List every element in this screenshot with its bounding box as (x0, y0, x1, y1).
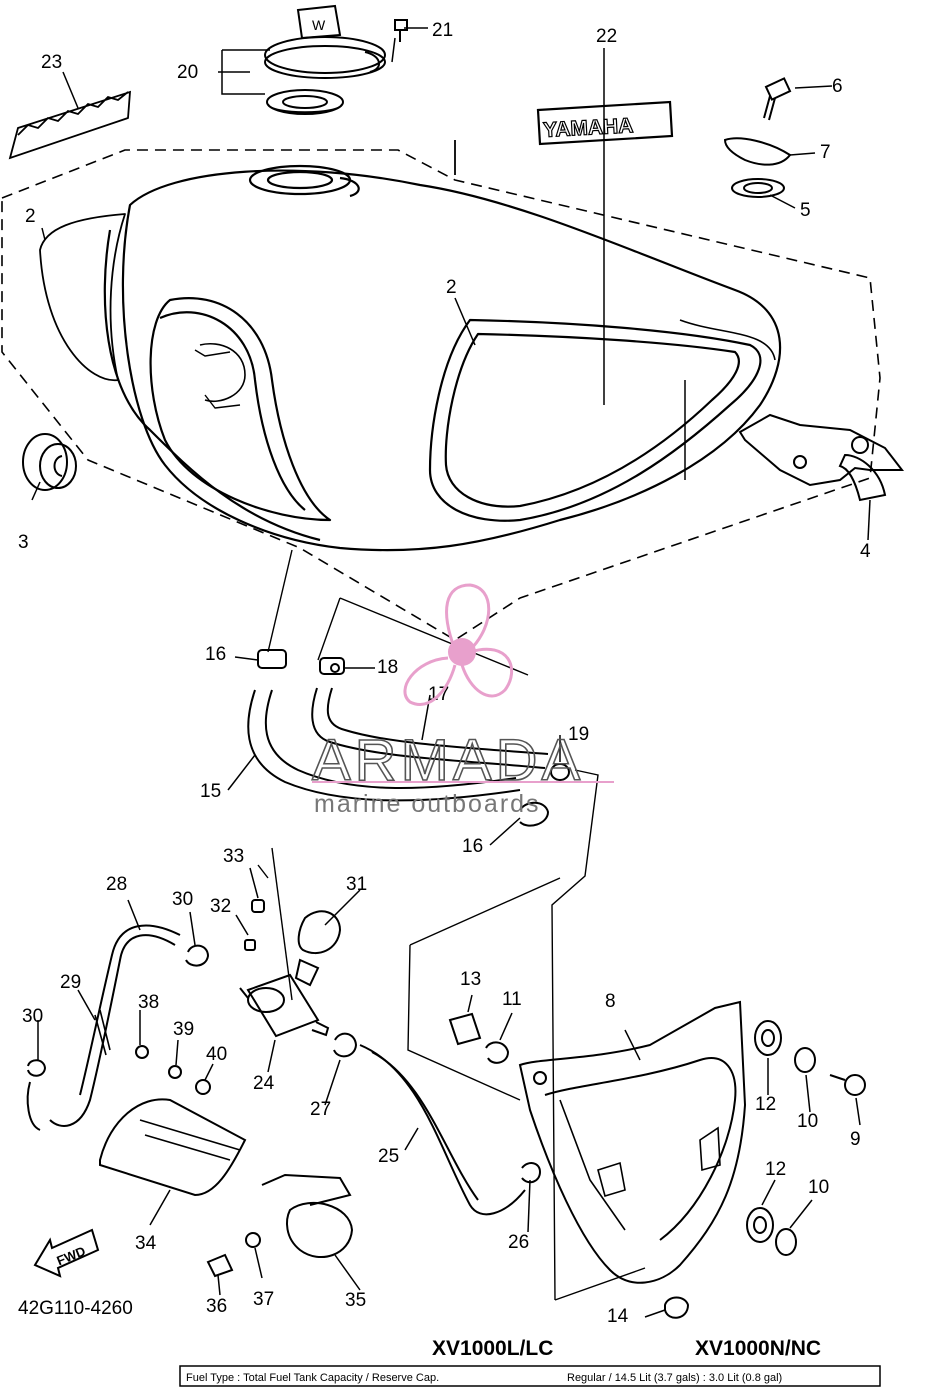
callout-37: 37 (253, 1289, 274, 1310)
side-cover-parts (99, 1045, 354, 1278)
armada-watermark: ARMADA marine outboards (311, 583, 614, 818)
model-label-right: XV1000N/NC (695, 1337, 821, 1360)
callout-40: 40 (206, 1044, 227, 1065)
callout-10: 10 (808, 1177, 829, 1198)
callout-13: 13 (460, 969, 481, 990)
callout-19: 19 (568, 724, 589, 745)
callout-3: 3 (18, 532, 29, 553)
svg-text:W: W (312, 17, 326, 33)
callout-27: 27 (310, 1099, 331, 1120)
fuel-tank (1, 149, 881, 641)
footer-fuel-type: Fuel Type : Total Fuel Tank Capacity / R… (186, 1372, 439, 1384)
callout-5: 5 (800, 200, 811, 221)
callout-26: 26 (508, 1232, 529, 1253)
callout-18: 18 (377, 657, 398, 678)
callout-16: 16 (205, 644, 226, 665)
callout-2: 2 (446, 277, 457, 298)
mount-pins (448, 1012, 510, 1064)
callout-14: 14 (607, 1306, 629, 1327)
tank-bracket-4 (738, 413, 905, 502)
callout-35: 35 (345, 1290, 366, 1311)
diagram-code: 42G110-4260 (18, 1298, 133, 1319)
leader-lines (31, 27, 871, 1318)
filler-cap-assembly: W (264, 4, 386, 115)
callout-24: 24 (253, 1073, 275, 1094)
callout-12: 12 (765, 1159, 786, 1180)
callout-21: 21 (432, 20, 453, 41)
yamaha-emblem: YAMAHA (536, 100, 674, 146)
callout-29: 29 (60, 972, 81, 993)
callout-30: 30 (172, 889, 193, 910)
forward-direction-arrow: FWD (33, 1228, 100, 1278)
propeller-logo (403, 583, 514, 706)
watermark-subtitle: marine outboards (314, 790, 541, 818)
grommet-3 (22, 433, 77, 491)
callout-7: 7 (820, 142, 831, 163)
callout-22: 22 (596, 26, 617, 47)
callout-4: 4 (860, 541, 871, 562)
callout-10: 10 (797, 1111, 818, 1132)
callout-31: 31 (346, 874, 367, 895)
callout-12: 12 (755, 1094, 776, 1115)
callout-36: 36 (206, 1296, 227, 1317)
model-label-left: XV1000L/LC (432, 1337, 553, 1360)
callout-9: 9 (850, 1129, 861, 1150)
side-cover-8 (518, 1000, 747, 1284)
guide-lines (257, 549, 646, 1301)
callout-20: 20 (177, 62, 198, 83)
screw-21 (394, 19, 408, 42)
callout-8: 8 (605, 991, 616, 1012)
fuel-hoses-upper (247, 649, 570, 827)
yamaha-emblem-text: YAMAHA (543, 114, 634, 142)
callout-23: 23 (41, 52, 62, 73)
callout-15: 15 (200, 781, 221, 802)
callout-38: 38 (138, 992, 159, 1013)
callout-25: 25 (378, 1146, 399, 1167)
callout-28: 28 (106, 874, 127, 895)
grommets-washers (664, 1020, 866, 1319)
callout-6: 6 (832, 76, 843, 97)
callout-30: 30 (22, 1006, 43, 1027)
callout-2: 2 (25, 206, 36, 227)
footer-capacity: Regular / 14.5 Lit (3.7 gals) : 3.0 Lit … (567, 1372, 782, 1384)
callout-16: 16 (462, 836, 483, 857)
tank-emblem-23 (8, 90, 132, 160)
watermark-title: ARMADA (312, 728, 584, 793)
callout-39: 39 (173, 1019, 194, 1040)
callout-33: 33 (223, 846, 244, 867)
callout-34: 34 (135, 1233, 157, 1254)
tank-rear-mount-parts (723, 77, 792, 198)
footer-box (179, 1365, 881, 1387)
fuel-filter-assembly (26, 899, 542, 1216)
callout-11: 11 (502, 989, 522, 1010)
callout-32: 32 (210, 896, 231, 917)
